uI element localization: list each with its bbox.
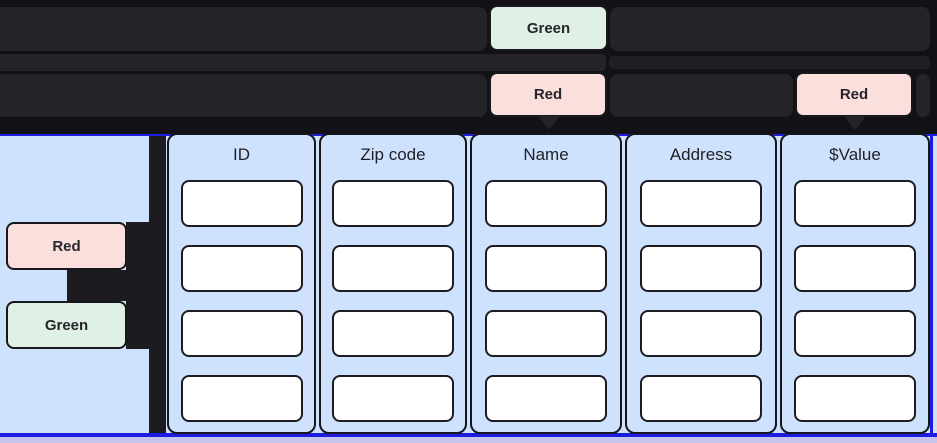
collapsed-row1-segment-left — [0, 7, 487, 51]
drop-slot[interactable] — [485, 180, 607, 227]
collapsed-row-thin-segment-right — [609, 56, 930, 69]
column-header: Address — [669, 145, 733, 164]
pointer-down-icon — [538, 116, 560, 130]
red-tag-top-left[interactable]: Red — [489, 72, 607, 117]
collapsed-row2-segment-left — [0, 74, 487, 117]
drop-slot[interactable] — [640, 375, 762, 422]
column-header: ID — [233, 145, 250, 164]
column-header: $Value — [829, 145, 881, 164]
column-card-address: Address — [625, 133, 777, 434]
red-tag-side-label: Red — [52, 237, 81, 255]
tag-connector — [126, 222, 150, 349]
collapsed-row-thin-segment-left — [0, 54, 606, 71]
drop-slot[interactable] — [180, 245, 303, 292]
lower-panel-edge — [0, 437, 937, 443]
panel-bottom-border — [0, 433, 937, 437]
drop-slot[interactable] — [332, 375, 454, 422]
column-card-name: Name — [470, 133, 622, 434]
green-tag-side[interactable]: Green — [6, 301, 127, 349]
drop-slot[interactable] — [180, 180, 303, 227]
column-card-id: ID — [167, 133, 316, 434]
green-tag-top[interactable]: Green — [489, 5, 608, 51]
column-header: Name — [523, 145, 569, 164]
tag-connector — [67, 270, 127, 301]
column-card-value: $Value — [780, 133, 930, 434]
column-card-zip-code: Zip code — [319, 133, 467, 434]
drop-slot[interactable] — [640, 310, 762, 357]
drop-slot[interactable] — [180, 310, 303, 357]
red-tag-side[interactable]: Red — [6, 222, 127, 270]
column-header: Zip code — [360, 145, 426, 164]
drop-slot[interactable] — [332, 180, 454, 227]
drop-slot[interactable] — [485, 245, 607, 292]
drop-slot[interactable] — [180, 375, 303, 422]
collapsed-row2-segment-right — [916, 74, 930, 117]
drop-slot[interactable] — [640, 180, 762, 227]
drop-slot[interactable] — [794, 375, 916, 422]
dark-divider-strip — [149, 136, 166, 433]
red-tag-top-right[interactable]: Red — [795, 72, 913, 117]
drop-slot[interactable] — [485, 375, 607, 422]
red-tag-top-left-label: Red — [533, 86, 563, 103]
drop-slot[interactable] — [640, 245, 762, 292]
drop-slot[interactable] — [794, 310, 916, 357]
collapsed-row1-segment-right — [610, 7, 930, 51]
green-tag-side-label: Green — [44, 316, 89, 334]
drop-slot[interactable] — [794, 245, 916, 292]
drop-slot[interactable] — [332, 245, 454, 292]
drop-slot[interactable] — [332, 310, 454, 357]
red-tag-top-right-label: Red — [839, 86, 869, 103]
panel-right-border — [930, 134, 933, 434]
drop-slot[interactable] — [794, 180, 916, 227]
collapsed-row2-segment-middle — [610, 74, 793, 117]
drop-slot[interactable] — [485, 310, 607, 357]
pointer-down-icon — [844, 116, 866, 130]
green-tag-top-label: Green — [526, 19, 571, 37]
